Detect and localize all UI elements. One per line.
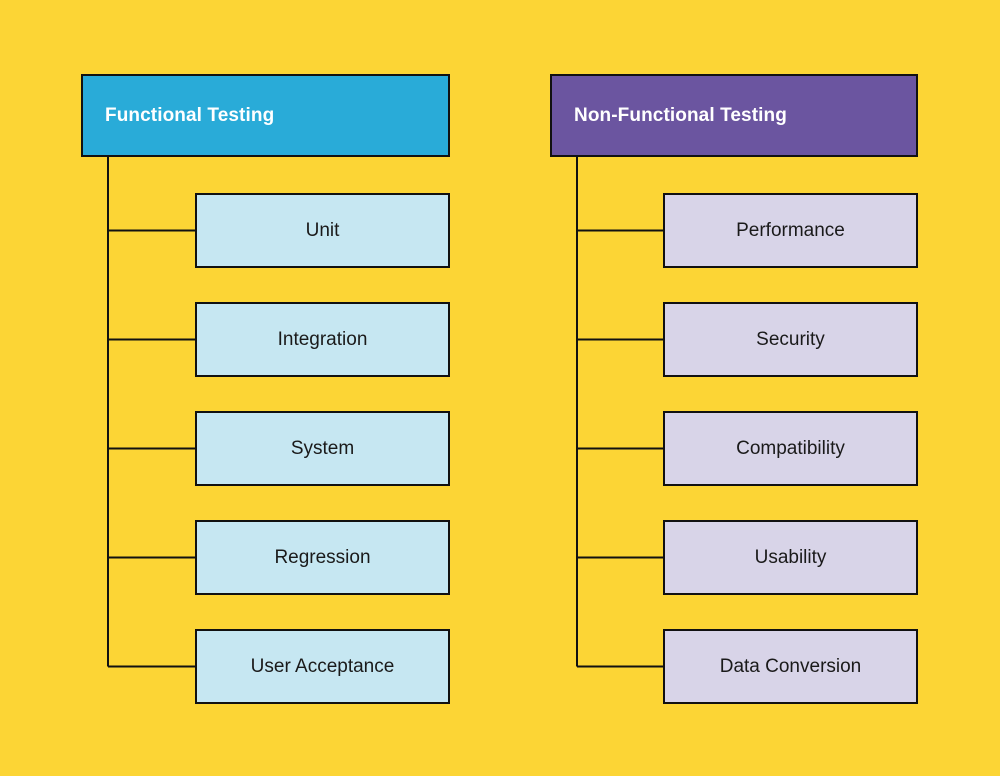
root-node-label: Functional Testing	[105, 105, 275, 126]
child-node[interactable]: Integration	[195, 302, 450, 377]
child-node-label: Compatibility	[736, 438, 845, 459]
child-node-label: Data Conversion	[719, 656, 862, 677]
root-node-functional[interactable]: Functional Testing	[81, 74, 450, 157]
child-node-label: User Acceptance	[250, 656, 395, 677]
child-node-label: Security	[756, 329, 825, 350]
child-node[interactable]: Regression	[195, 520, 450, 595]
child-node-label: System	[290, 438, 355, 459]
child-node[interactable]: Unit	[195, 193, 450, 268]
child-node[interactable]: Compatibility	[663, 411, 918, 486]
child-node[interactable]: System	[195, 411, 450, 486]
child-node[interactable]: Security	[663, 302, 918, 377]
child-node-label: Performance	[736, 220, 845, 241]
child-node[interactable]: User Acceptance	[195, 629, 450, 704]
child-node[interactable]: Data Conversion	[663, 629, 918, 704]
root-node-label: Non-Functional Testing	[574, 105, 787, 126]
child-node-label: Integration	[277, 329, 368, 350]
child-node[interactable]: Performance	[663, 193, 918, 268]
child-node-label: Unit	[305, 220, 340, 241]
child-node[interactable]: Usability	[663, 520, 918, 595]
child-node-label: Regression	[274, 547, 371, 568]
child-node-label: Usability	[754, 547, 827, 568]
root-node-non-functional[interactable]: Non-Functional Testing	[550, 74, 918, 157]
